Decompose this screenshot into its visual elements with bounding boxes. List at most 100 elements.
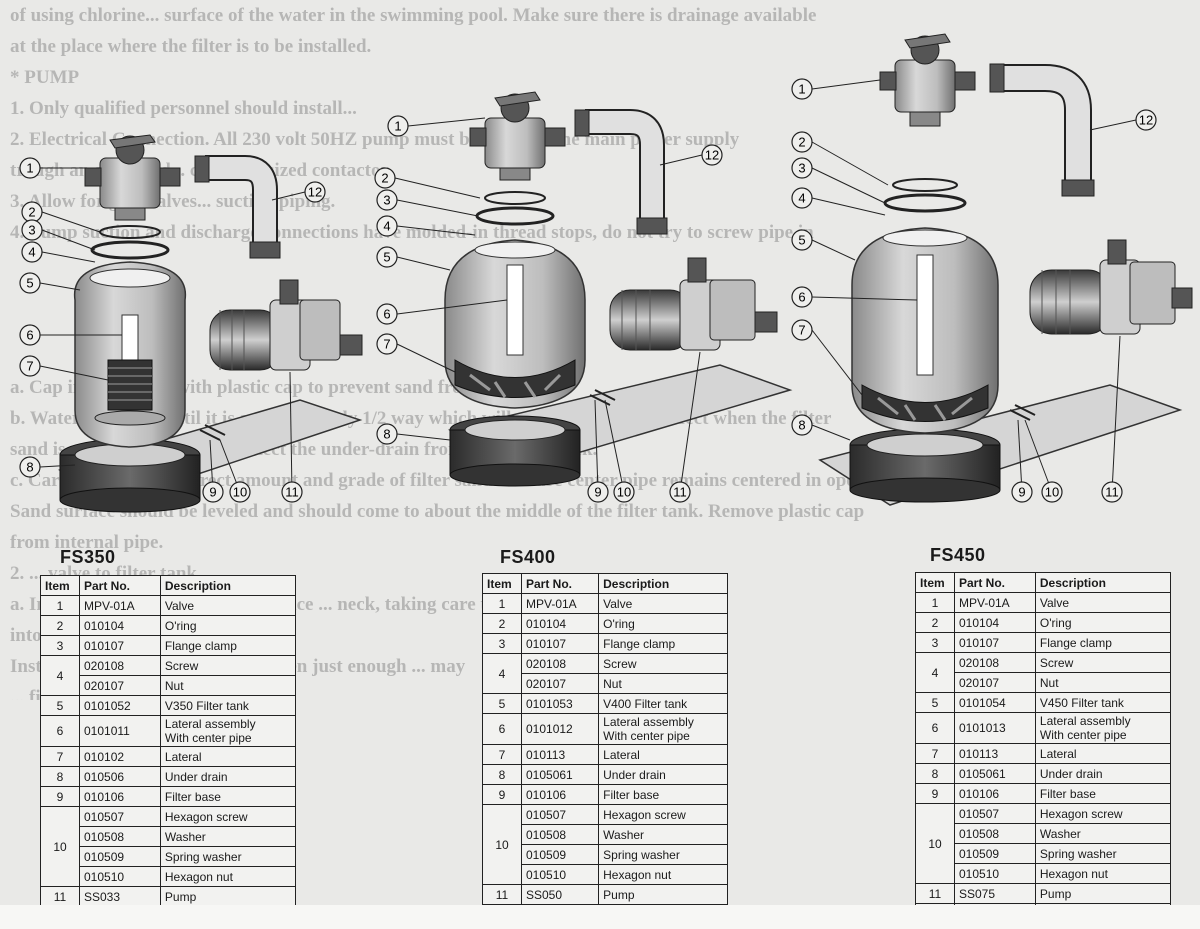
description-cell: O'ring (598, 613, 728, 634)
svg-text:2: 2 (381, 171, 388, 186)
part-no-cell: 010510 (520, 864, 600, 885)
part-no-cell: 010113 (954, 743, 1036, 764)
fs350-tank (73, 261, 187, 448)
item-cell: 2 (40, 615, 80, 636)
description-line: Lateral (603, 747, 640, 762)
callout-fs450-4: 4 (791, 187, 813, 209)
part-no-cell: 010506 (79, 766, 161, 787)
description-cell: Lateral (159, 746, 297, 767)
part-no-cell: 0101013 (954, 712, 1036, 744)
part-no-cell: 010508 (520, 824, 600, 845)
description-line: V450 Filter tank (1039, 695, 1124, 710)
part-no-cell: 020108 (520, 653, 600, 674)
svg-text:3: 3 (383, 193, 390, 208)
callout-fs350-2: 2 (21, 201, 43, 223)
description-line: V350 Filter tank (164, 698, 249, 713)
fs400-base (447, 364, 793, 487)
callout-fs400-10: 10 (613, 481, 635, 503)
svg-text:4: 4 (798, 191, 805, 206)
callout-fs450-12: 12 (1135, 109, 1157, 131)
description-cell: Nut (598, 673, 728, 694)
description-header: Description (159, 575, 297, 596)
svg-text:2: 2 (798, 135, 805, 150)
callout-fs450-2: 2 (791, 131, 813, 153)
callout-fs350-4: 4 (21, 241, 43, 263)
svg-text:5: 5 (26, 276, 33, 291)
description-line: Flange clamp (164, 638, 237, 653)
part-no-cell: 010509 (954, 843, 1036, 864)
callout-fs350-7: 7 (19, 355, 41, 377)
fs450-oring (892, 178, 958, 192)
description-cell: O'ring (1034, 612, 1172, 633)
part-no-cell: 010507 (79, 806, 161, 827)
description-cell: V450 Filter tank (1034, 692, 1172, 713)
item-cell: 2 (915, 612, 955, 633)
item-cell: 8 (40, 766, 80, 787)
item-cell: 3 (915, 632, 955, 653)
callout-fs450-1: 1 (791, 78, 813, 100)
item-cell: 5 (482, 693, 522, 714)
part-no-cell: 010106 (954, 783, 1036, 804)
fs400-diagram (444, 91, 793, 487)
description-line: Under drain (164, 769, 228, 784)
description-cell: Hexagon nut (598, 864, 728, 885)
description-cell: Screw (159, 655, 297, 676)
item-cell: 8 (915, 763, 955, 784)
description-header: Description (1034, 572, 1172, 593)
callout-fs450-10: 10 (1041, 481, 1063, 503)
callout-fs400-8: 8 (376, 423, 398, 445)
svg-text:6: 6 (383, 307, 390, 322)
part-no-cell: SS050 (520, 884, 600, 905)
item-cell: 6 (915, 712, 955, 744)
callout-fs350-6: 6 (19, 324, 41, 346)
bleed-line: of using chlorine... surface of the wate… (10, 5, 817, 26)
description-cell: O'ring (159, 615, 297, 636)
part-no-cell: 0105061 (520, 764, 600, 785)
svg-text:12: 12 (308, 185, 322, 200)
item-cell: 1 (482, 593, 522, 614)
callout-fs400-9: 9 (587, 481, 609, 503)
fs350-flange-clamp (90, 240, 170, 260)
fs400-flange-clamp (475, 206, 555, 226)
callout-fs350-10: 10 (229, 481, 251, 503)
part-no-header: Part No. (954, 572, 1036, 593)
part-no-cell: 010104 (520, 613, 600, 634)
part-no-cell: 020107 (79, 675, 161, 696)
svg-text:8: 8 (383, 427, 390, 442)
item-cell: 11 (40, 886, 80, 907)
part-no-cell: MPV-01A (520, 593, 600, 614)
description-cell: Washer (1034, 823, 1172, 844)
description-cell: Pump (598, 884, 728, 905)
description-line: Lateral assembly (603, 715, 694, 729)
part-no-cell: 010107 (520, 633, 600, 654)
callout-fs450-9: 9 (1011, 481, 1033, 503)
svg-text:1: 1 (26, 161, 33, 176)
svg-text:7: 7 (383, 337, 390, 352)
description-line: Under drain (603, 767, 666, 782)
fs450-valve (879, 33, 976, 127)
part-no-cell: 0101054 (954, 692, 1036, 713)
item-cell: 11 (482, 884, 522, 905)
part-no-cell: 0101011 (79, 715, 161, 747)
item-cell: 4 (915, 652, 955, 693)
bleed-line: c. Carefully pour in correct amount and … (10, 470, 891, 491)
part-no-cell: 010106 (79, 786, 161, 807)
fs350-valve (84, 134, 181, 221)
callout-fs350-11: 11 (281, 481, 303, 503)
description-line: Valve (164, 598, 195, 613)
description-line: O'ring (164, 618, 197, 633)
item-cell: 11 (915, 883, 955, 904)
svg-text:5: 5 (383, 250, 390, 265)
